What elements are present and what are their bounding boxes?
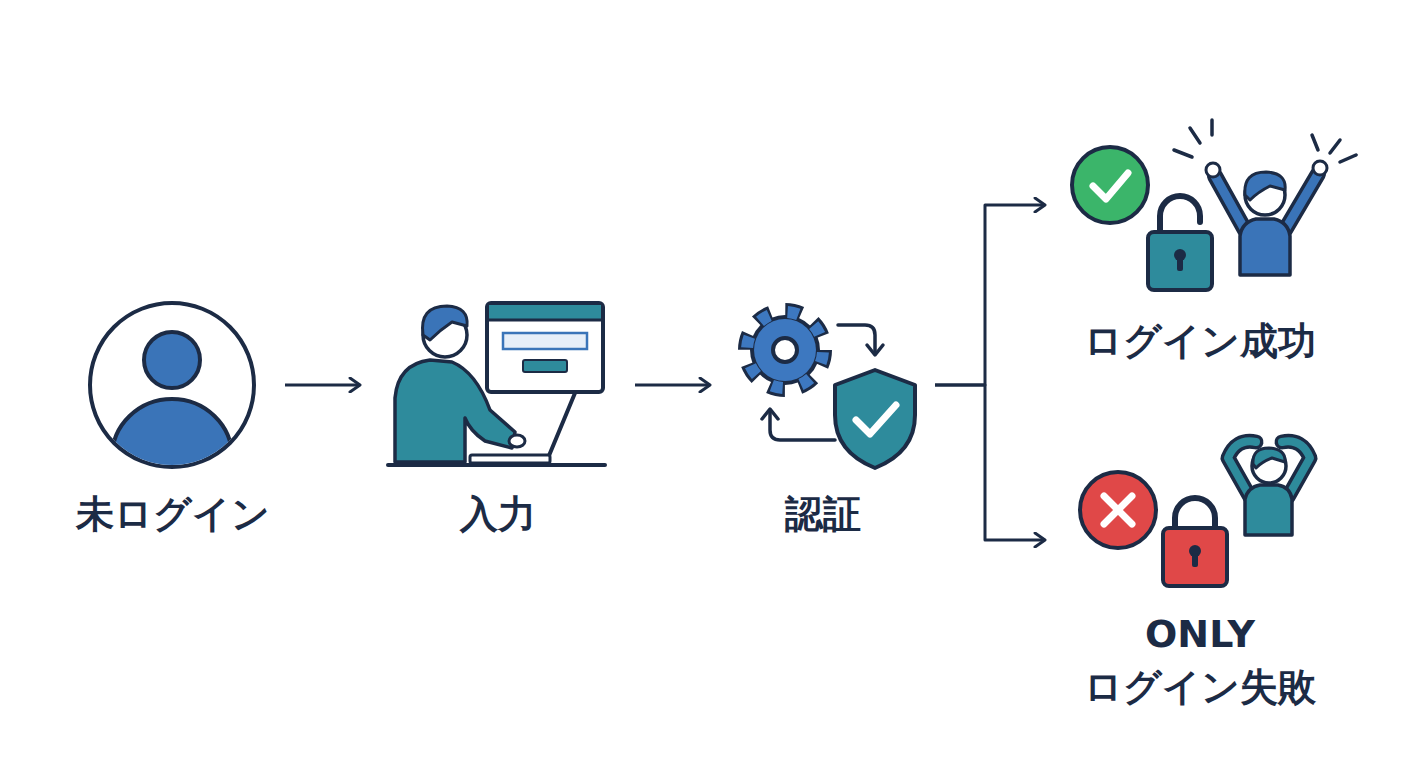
success-badge [1072,147,1148,223]
input-field [503,333,587,349]
shield-check [856,405,896,434]
user-avatar-icon [90,303,254,515]
step-label: ログイン成功 [1045,315,1355,368]
browser-title-bar [489,305,601,319]
flow-step: 入力 [360,300,635,545]
joy-burst [1340,155,1356,162]
gear-body [754,319,816,381]
cycle-arrow-head [762,409,778,419]
hand [1313,161,1327,175]
joy-burst [1174,150,1192,157]
gear-body-outline [750,315,820,385]
cycle-arrow-head [867,345,883,355]
failure-badge [1080,472,1156,548]
success-icon [1072,120,1356,290]
upset-head [1252,449,1286,483]
flow-arrow [635,384,710,387]
step-label: ONLY ログイン失敗 [1045,608,1355,714]
auth-icon [746,311,915,468]
person-body [395,360,515,462]
raised-arm [1285,174,1318,230]
joy-burst [1190,128,1200,143]
shield [835,370,915,468]
person-hair [423,306,468,340]
failure-cross [1104,496,1132,524]
flow-step: ログイン成功 [1045,110,1355,370]
closed-lock-body [1163,528,1227,586]
flow-step: 認証 [710,300,935,545]
keyhole [1177,257,1183,271]
joy-burst [1330,140,1340,153]
hand [1206,163,1220,177]
success-check [1093,173,1128,199]
open-lock-body [1148,232,1212,290]
flow-step: ONLY ログイン失敗 [1045,420,1355,710]
keyhole [1192,553,1198,567]
flow-arrow [285,384,360,387]
cheering-body [1240,219,1290,275]
arm-outline [1215,176,1245,230]
submit-button [523,360,567,372]
browser-window [487,303,603,392]
closed-shackle [1175,498,1215,530]
person-hand [509,435,525,447]
joy-burst [1312,135,1318,150]
step-label: 未ログイン [60,488,285,541]
browser-bar-line [487,319,603,322]
gear-hole [773,338,797,362]
arm-outline [1285,174,1318,230]
joy-burst [1210,120,1214,135]
cycle-arrow [770,412,835,440]
flow-step: 未ログイン [60,300,285,545]
failure-cross [1104,496,1132,524]
avatar-head [144,332,200,388]
gear-teeth [747,312,823,388]
step-label: 認証 [710,488,935,541]
flow-arrow [935,385,1045,540]
open-shackle [1160,196,1200,232]
laptop-screen [548,393,575,458]
laptop-base [470,455,550,463]
typing-person-icon [388,303,605,465]
upset-hair [1253,448,1285,468]
flow-arrow [935,205,1045,385]
cheering-hair [1245,172,1285,200]
upset-body [1245,485,1292,535]
raised-arm [1215,176,1245,230]
failure-icon [1080,441,1310,586]
step-label: 入力 [360,488,635,541]
gear-teeth-outline [746,311,824,389]
